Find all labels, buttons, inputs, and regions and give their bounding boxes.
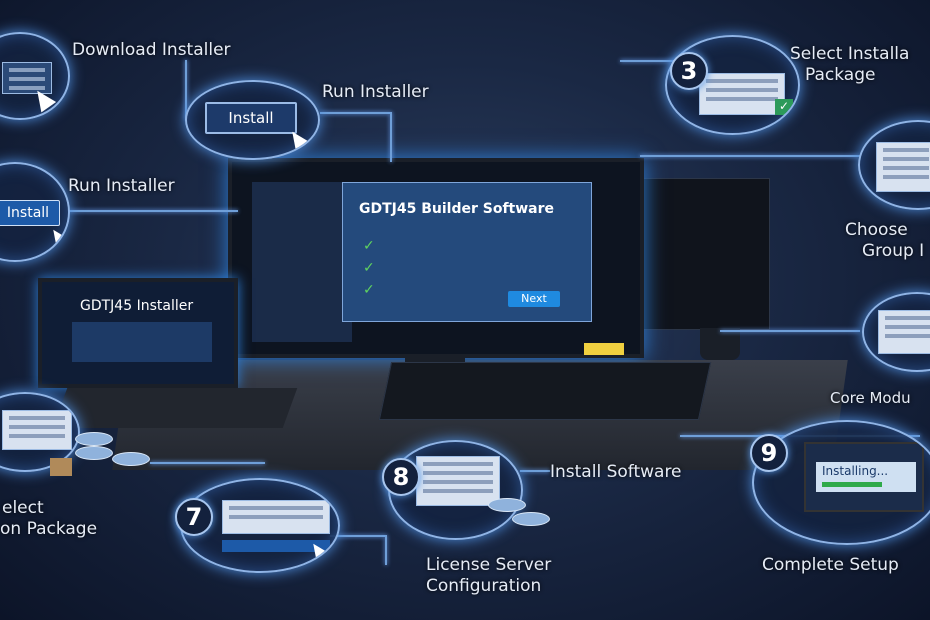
next-button[interactable]: Next xyxy=(508,291,560,307)
sticky-note xyxy=(584,343,624,355)
step-core-modules: Core Modu xyxy=(830,389,911,407)
run-installer-circle-left: Install xyxy=(0,162,70,262)
laptop-title: GDTJ45 Installer xyxy=(80,298,194,314)
package-list-window xyxy=(699,73,785,115)
coffee-mug xyxy=(700,328,740,360)
step-select-package-line2: Package xyxy=(805,65,876,85)
step-download-installer: Download Installer xyxy=(72,40,231,60)
check-icons: ✓✓✓ xyxy=(363,238,375,298)
sidebar-panel xyxy=(252,182,352,342)
window-thumbnail xyxy=(876,142,930,192)
connector xyxy=(390,112,392,162)
window-thumbnail xyxy=(2,62,52,94)
step-choose-group-line2: Group I xyxy=(862,241,925,261)
database-icon xyxy=(512,512,550,526)
installing-text: Installing... xyxy=(816,462,916,492)
step-number-3: 3 xyxy=(670,52,708,90)
connector xyxy=(640,155,860,157)
database-icon xyxy=(75,432,113,446)
database-icon xyxy=(75,446,113,460)
step-select-left-line2: on Package xyxy=(0,519,98,539)
license-input[interactable] xyxy=(222,540,330,552)
install-button[interactable]: Install xyxy=(205,102,297,134)
download-installer-circle xyxy=(0,32,70,120)
step-complete-setup: Complete Setup xyxy=(762,555,899,575)
step-number-9: 9 xyxy=(750,434,788,472)
connector xyxy=(620,60,680,62)
connector xyxy=(320,112,390,114)
step-number-8: 8 xyxy=(382,458,420,496)
install-button-left[interactable]: Install xyxy=(0,200,60,226)
step-select-package-line1: Select Installa xyxy=(790,44,910,64)
step-select-left-line1: elect xyxy=(2,498,44,518)
select-package-circle: ✓ xyxy=(665,35,800,135)
run-installer-circle: Install xyxy=(185,80,320,160)
laptop: GDTJ45 Installer xyxy=(38,278,238,388)
connector xyxy=(150,462,265,464)
package-box-icon xyxy=(50,458,72,476)
core-modules-circle xyxy=(862,292,930,372)
window-thumbnail xyxy=(878,310,930,354)
keyboard xyxy=(378,362,712,420)
laptop-screen: Installing... xyxy=(804,442,924,512)
window-thumbnail xyxy=(416,456,500,506)
check-icon: ✓ xyxy=(775,99,793,115)
step-choose-group-line1: Choose xyxy=(845,220,908,240)
pc-tower xyxy=(640,178,770,330)
complete-setup-circle: Installing... xyxy=(752,420,930,545)
laptop-dialog xyxy=(72,322,212,362)
connector xyxy=(720,330,860,332)
license-window xyxy=(222,500,330,534)
step-number-7: 7 xyxy=(175,498,213,536)
step-run-installer-left: Run Installer xyxy=(68,176,175,196)
connector xyxy=(520,470,550,472)
step-license-line2: Configuration xyxy=(426,576,542,596)
step-run-installer: Run Installer xyxy=(322,82,429,102)
connector xyxy=(68,210,238,212)
laptop-keyboard xyxy=(52,388,298,428)
connector xyxy=(385,535,387,565)
dialog-title: GDTJ45 Builder Software xyxy=(359,201,555,217)
step-license-line1: License Server xyxy=(426,555,552,575)
window-thumbnail xyxy=(2,410,72,450)
choose-group-circle xyxy=(858,120,930,210)
monitor: GDTJ45 Builder Software ✓✓✓ Next xyxy=(228,158,644,358)
connector xyxy=(185,60,187,120)
database-icon xyxy=(112,452,150,466)
step-install-software: Install Software xyxy=(550,462,682,482)
installer-dialog: GDTJ45 Builder Software ✓✓✓ Next xyxy=(342,182,592,322)
progress-bar xyxy=(822,482,882,487)
cursor-icon xyxy=(45,224,68,252)
database-icon xyxy=(488,498,526,512)
connector xyxy=(330,535,385,537)
